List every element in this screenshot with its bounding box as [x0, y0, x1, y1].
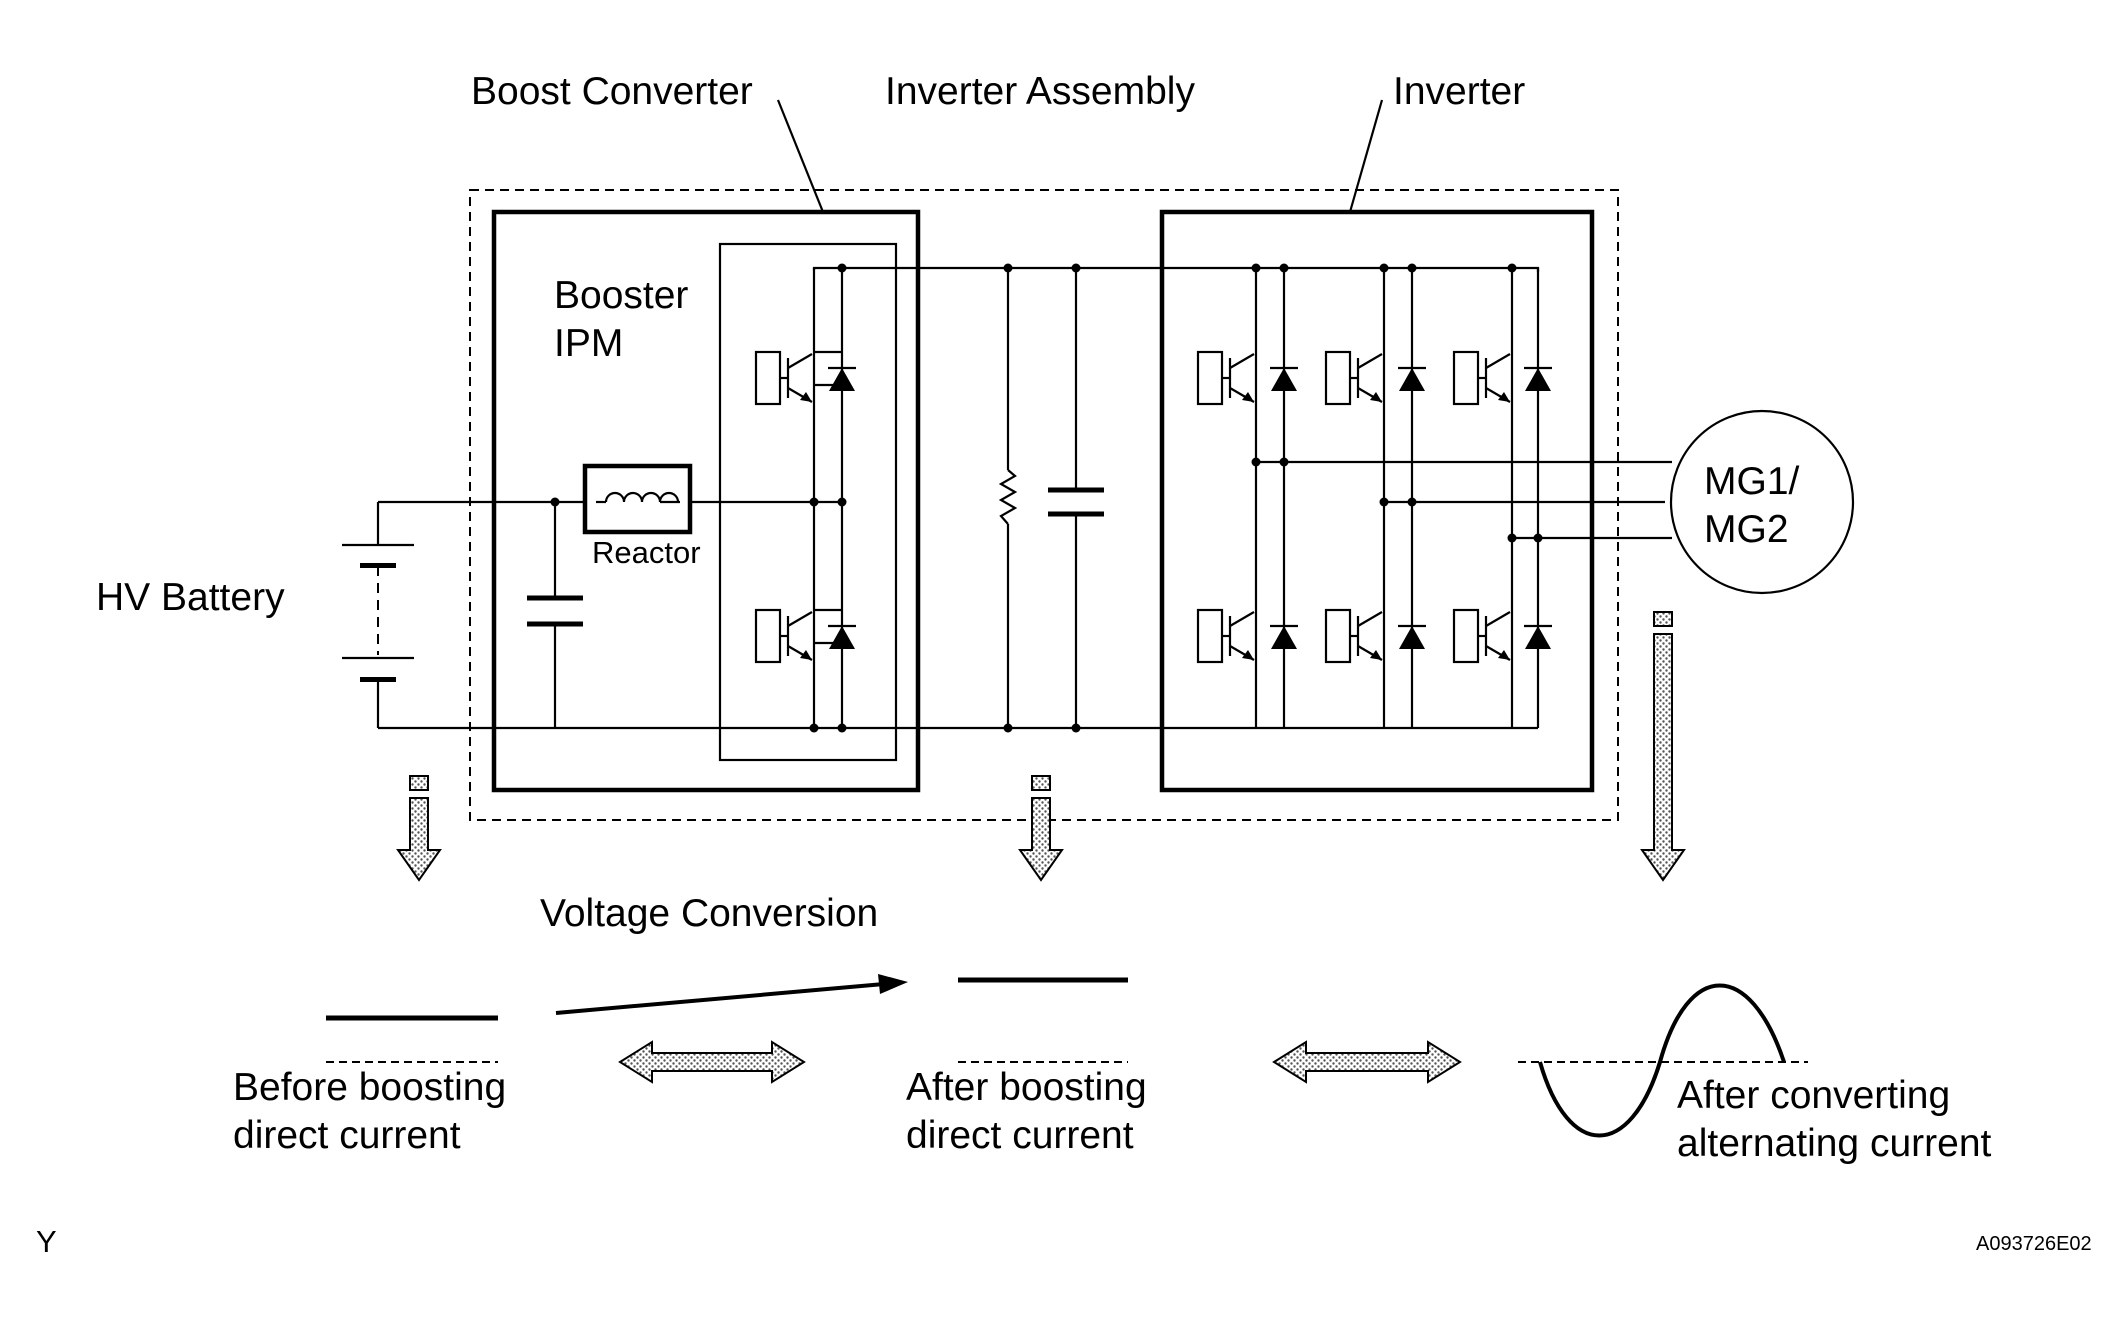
dc-link-capacitor [1048, 487, 1104, 517]
double-arrows [618, 1040, 1462, 1084]
label-boost-converter: Boost Converter [471, 70, 753, 113]
dc-link-resistor [998, 469, 1018, 525]
label-converting-1: After converting [1677, 1074, 1950, 1117]
label-after-2: direct current [906, 1114, 1134, 1157]
corner-mark: Y [36, 1224, 57, 1259]
waveform-ac [1518, 983, 1808, 1138]
label-inverter: Inverter [1393, 70, 1525, 113]
label-voltage-conversion: Voltage Conversion [540, 892, 878, 935]
motor-circle [1669, 409, 1855, 595]
reactor-symbol [582, 463, 693, 535]
figure-code: A093726E02 [1976, 1233, 2092, 1255]
label-motor-1: MG1/ [1704, 460, 1800, 503]
label-before-1: Before boosting [233, 1066, 506, 1109]
label-motor-2: MG2 [1704, 508, 1789, 551]
label-inverter-assembly: Inverter Assembly [885, 70, 1195, 113]
inverter-switches [1196, 350, 1554, 664]
boost-converter-leader [776, 99, 825, 213]
voltage-conversion-arrow [555, 974, 908, 1015]
waveform-before [326, 1015, 498, 1063]
label-converting-2: alternating current [1677, 1122, 1992, 1165]
label-before-2: direct current [233, 1114, 461, 1157]
inverter-leader [1348, 99, 1384, 213]
boost-capacitor [527, 595, 583, 627]
hv-battery-symbol [342, 543, 414, 682]
junction-dots [550, 263, 1543, 733]
waveform-after-boost [958, 977, 1128, 1063]
label-booster-ipm-1: Booster [554, 274, 688, 317]
label-after-1: After boosting [906, 1066, 1147, 1109]
flow-arrows [396, 611, 1686, 882]
label-booster-ipm-2: IPM [554, 322, 623, 365]
label-reactor: Reactor [592, 535, 701, 570]
label-hv-battery: HV Battery [96, 576, 285, 619]
inverter-assembly-boundary [469, 189, 1619, 821]
